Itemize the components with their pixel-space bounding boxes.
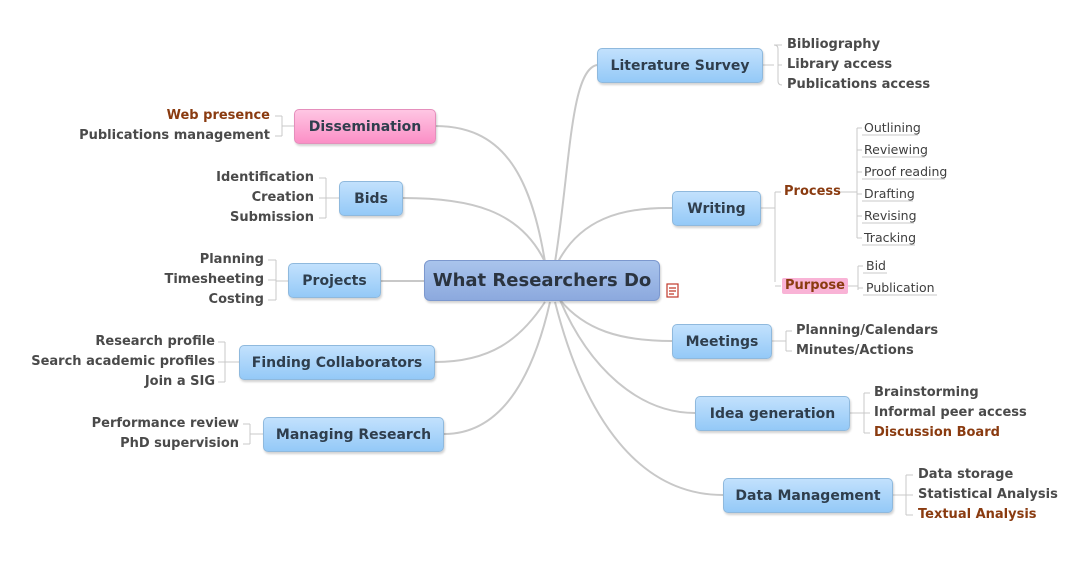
leaf-costing[interactable]: Costing [208, 292, 264, 307]
leaf-identification[interactable]: Identification [216, 170, 314, 185]
leaf-data-storage[interactable]: Data storage [918, 467, 1014, 482]
leaf-research-profile[interactable]: Research profile [95, 334, 215, 349]
leaf-revising[interactable]: Revising [864, 208, 917, 223]
leaf-proof-reading[interactable]: Proof reading [864, 164, 948, 179]
node-bids[interactable]: Bids [339, 181, 403, 216]
branch-data [554, 301, 724, 496]
leaf-reviewing[interactable]: Reviewing [864, 142, 928, 157]
node-dissemination[interactable]: Dissemination [294, 109, 436, 144]
node-data-management[interactable]: Data Management [723, 478, 893, 513]
note-icon[interactable] [666, 283, 679, 298]
leaf-web-presence[interactable]: Web presence [166, 108, 270, 123]
leaf-tracking[interactable]: Tracking [864, 230, 917, 245]
leaf-timesheeting[interactable]: Timesheeting [164, 272, 264, 287]
branch-collaborators [434, 301, 546, 363]
branch-writing [557, 206, 673, 263]
subtopic-process[interactable]: Process [784, 184, 841, 199]
leaf-minutes-actions[interactable]: Minutes/Actions [796, 343, 914, 358]
leaf-statistical-analysis[interactable]: Statistical Analysis [918, 487, 1058, 502]
leaf-discussion-board[interactable]: Discussion Board [874, 425, 1000, 440]
node-literature-survey[interactable]: Literature Survey [597, 48, 763, 83]
leaf-phd-supervision[interactable]: PhD supervision [120, 436, 239, 451]
node-meetings[interactable]: Meetings [672, 324, 772, 359]
subtopic-purpose[interactable]: Purpose [782, 278, 848, 294]
leaf-outlining[interactable]: Outlining [864, 120, 921, 135]
node-writing[interactable]: Writing [672, 191, 761, 226]
leaf-search-academic-profiles[interactable]: Search academic profiles [31, 354, 215, 369]
leaf-bid[interactable]: Bid [866, 258, 886, 273]
node-projects[interactable]: Projects [288, 263, 381, 298]
leaf-brainstorming[interactable]: Brainstorming [874, 385, 979, 400]
branch-literature [554, 64, 598, 263]
leaf-submission[interactable]: Submission [229, 210, 314, 225]
leaf-creation[interactable]: Creation [251, 190, 314, 205]
branch-bids [402, 197, 546, 263]
leaf-publications-access[interactable]: Publications access [787, 77, 931, 92]
leaf-publications-management[interactable]: Publications management [79, 128, 270, 143]
leaf-performance-review[interactable]: Performance review [91, 416, 239, 431]
leaf-publication[interactable]: Publication [866, 280, 935, 295]
node-managing-research[interactable]: Managing Research [263, 417, 444, 452]
leaf-textual-analysis[interactable]: Textual Analysis [918, 507, 1037, 522]
leaf-library-access[interactable]: Library access [787, 57, 893, 72]
leaf-drafting[interactable]: Drafting [864, 186, 915, 201]
branch-managing [443, 301, 551, 435]
branch-dissemination [434, 125, 546, 263]
branch-meetings [559, 299, 673, 342]
leaf-planning-calendars[interactable]: Planning/Calendars [796, 323, 939, 338]
node-idea-generation[interactable]: Idea generation [695, 396, 850, 431]
central-topic[interactable]: What Researchers Do [424, 260, 660, 301]
leaf-planning[interactable]: Planning [199, 252, 264, 267]
node-finding-collaborators[interactable]: Finding Collaborators [239, 345, 435, 380]
branch-idea [559, 299, 696, 414]
leaf-join-a-sig[interactable]: Join a SIG [144, 374, 215, 389]
leaf-informal-peer-access[interactable]: Informal peer access [874, 405, 1027, 420]
leaf-bibliography[interactable]: Bibliography [787, 37, 881, 52]
